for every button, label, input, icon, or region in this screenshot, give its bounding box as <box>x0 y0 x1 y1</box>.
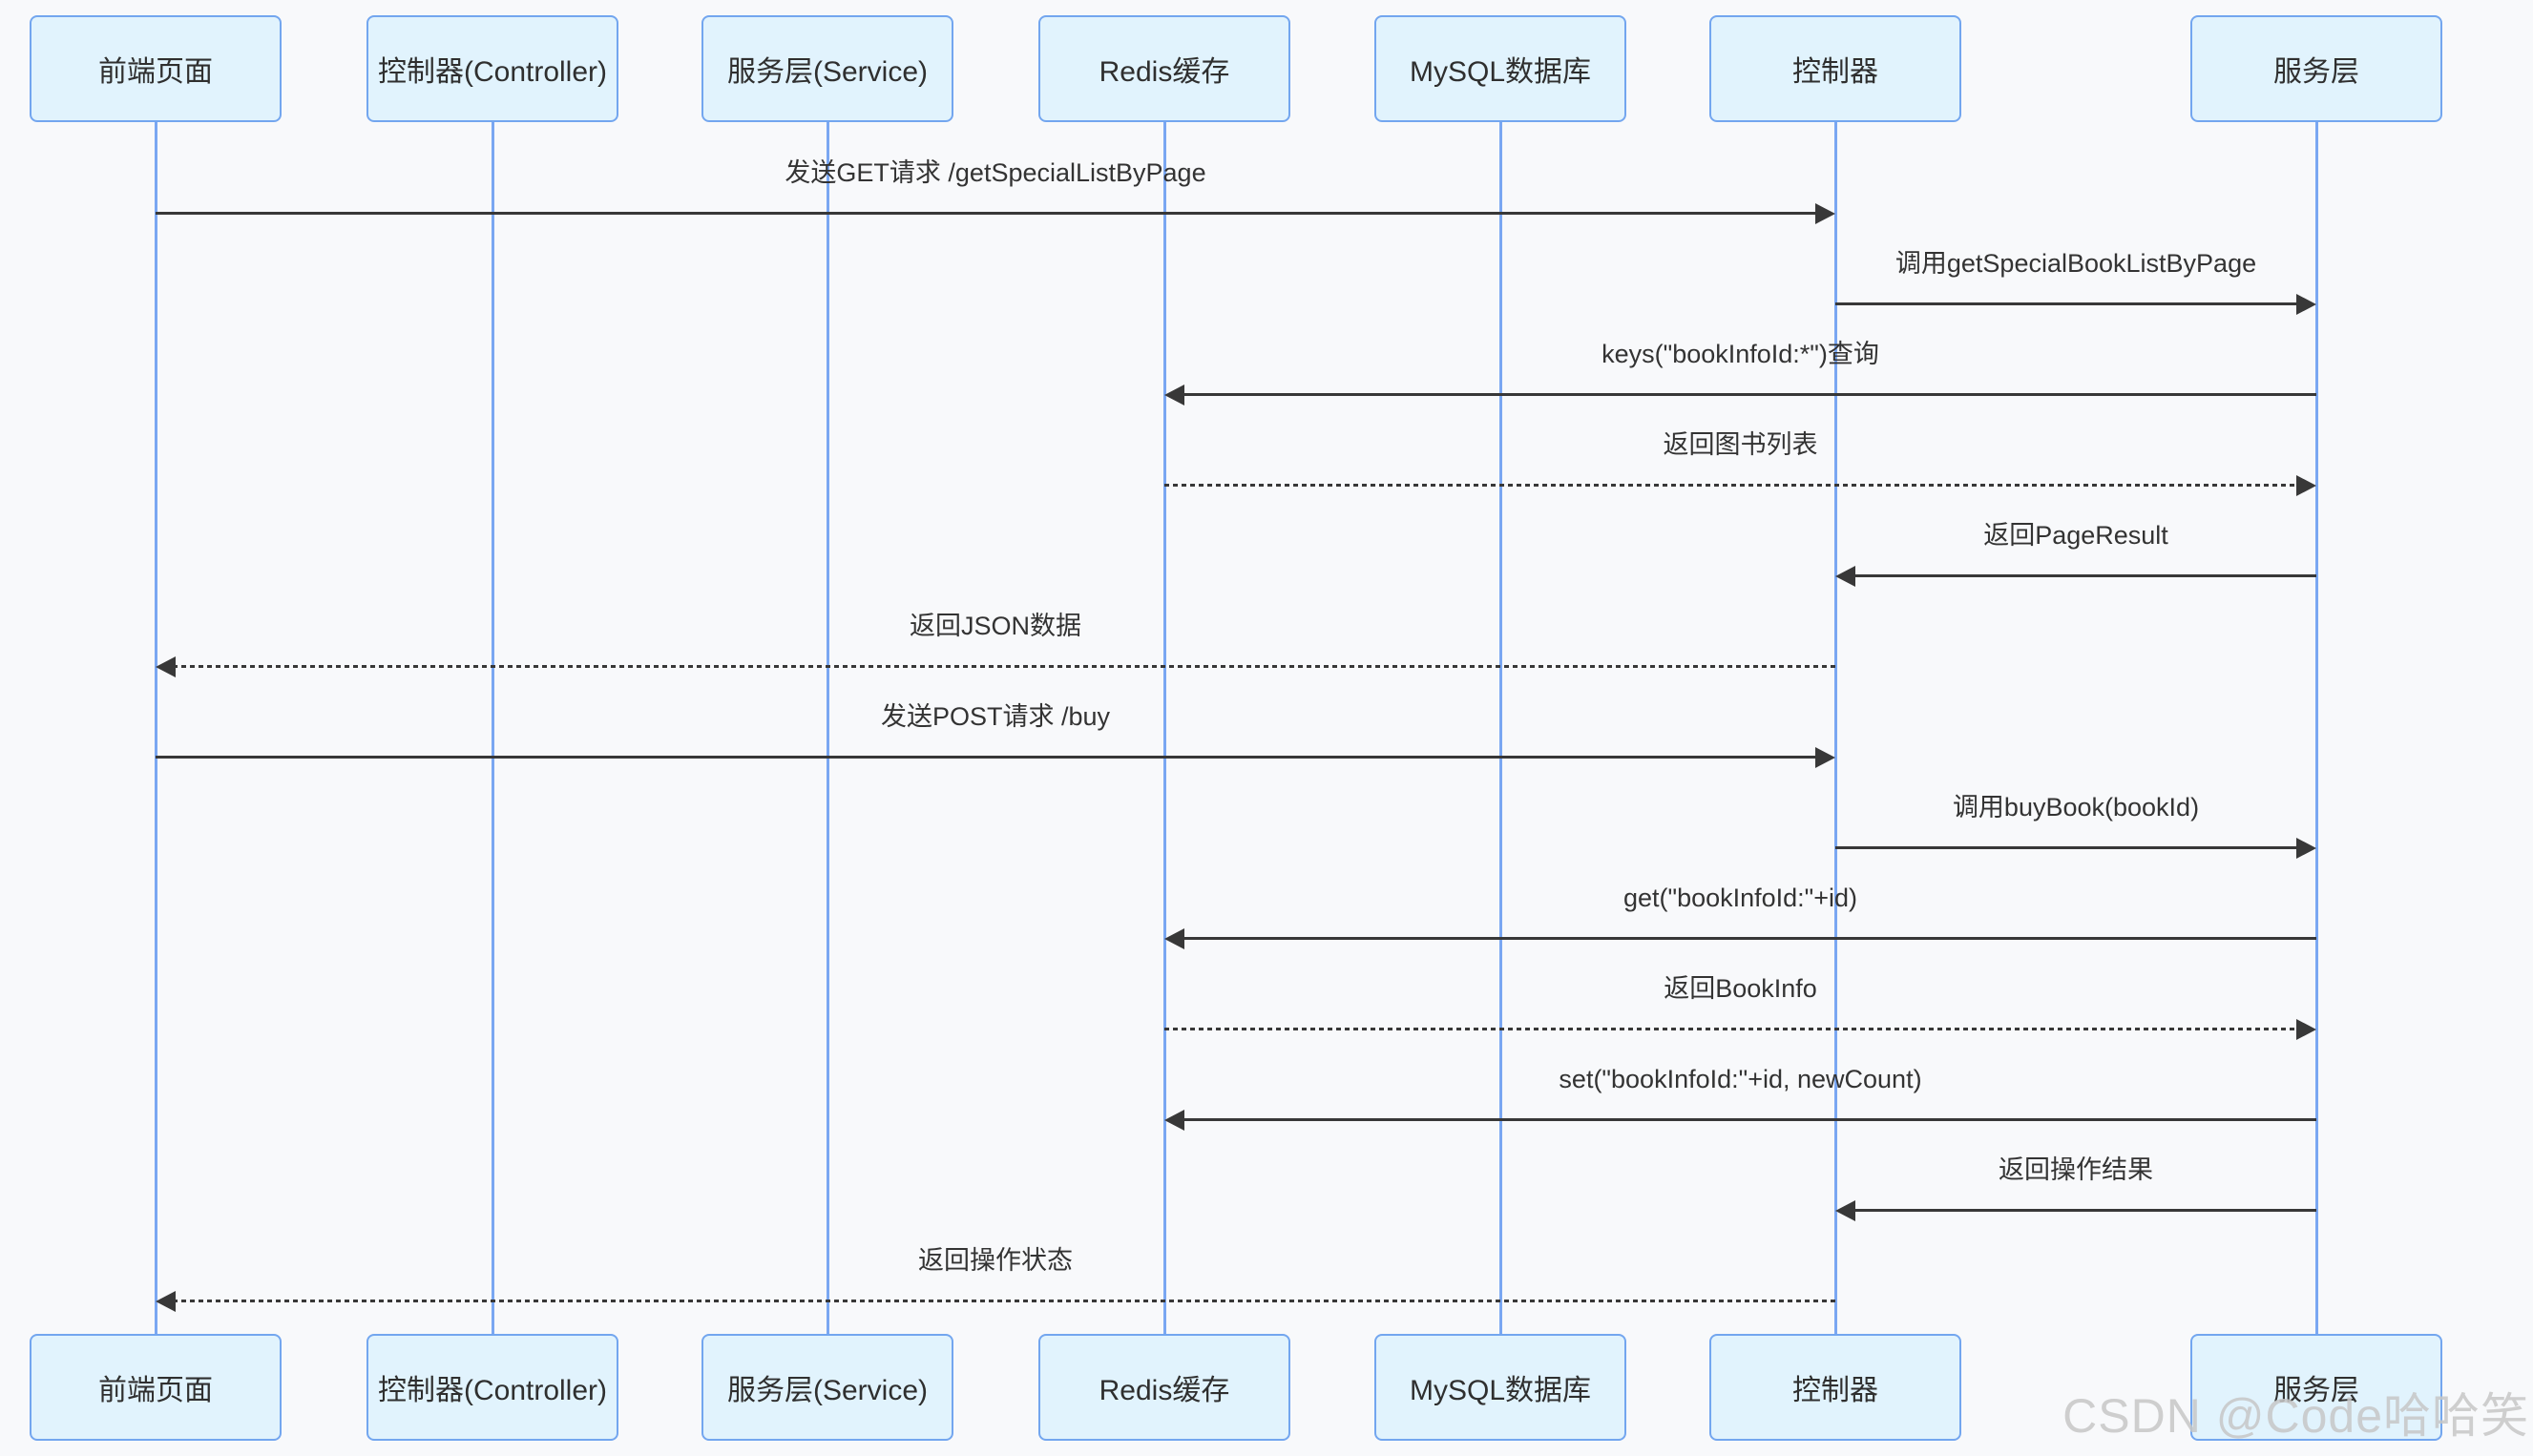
participant-bottom-box-mysql: MySQL数据库 <box>1374 1334 1626 1441</box>
arrowhead-right-icon <box>1815 747 1835 768</box>
lifeline-controller2 <box>1833 120 1837 1336</box>
message-line-13 <box>173 1300 1835 1302</box>
message-line-8 <box>1835 846 2299 849</box>
participant-bottom-box-service2: 服务层 <box>2190 1334 2442 1441</box>
message-label-5: 返回PageResult <box>1983 521 2168 550</box>
message-label-1: 发送GET请求 /getSpecialListByPage <box>785 158 1206 187</box>
participant-top-box-service1: 服务层(Service) <box>701 15 953 122</box>
message-label-8: 调用buyBook(bookId) <box>1952 793 2200 822</box>
message-label-13: 返回操作状态 <box>918 1246 1073 1275</box>
message-label-9: get("bookInfoId:"+id) <box>1622 884 1858 912</box>
participant-bottom-box-frontend: 前端页面 <box>30 1334 282 1441</box>
message-line-7 <box>156 756 1818 759</box>
participant-bottom-box-controller1: 控制器(Controller) <box>366 1334 618 1441</box>
arrowhead-right-icon <box>2296 1019 2316 1040</box>
arrowhead-left-icon <box>156 1291 176 1312</box>
participant-bottom-box-redis: Redis缓存 <box>1038 1334 1290 1441</box>
arrowhead-right-icon <box>2296 475 2316 496</box>
participant-bottom-box-controller2: 控制器 <box>1709 1334 1961 1441</box>
arrowhead-right-icon <box>2296 294 2316 315</box>
message-label-7: 发送POST请求 /buy <box>880 702 1111 731</box>
arrowhead-left-icon <box>1164 928 1184 949</box>
participant-bottom-box-service1: 服务层(Service) <box>701 1334 953 1441</box>
message-label-6: 返回JSON数据 <box>909 612 1081 640</box>
participant-top-box-service2: 服务层 <box>2190 15 2442 122</box>
message-line-6 <box>173 665 1835 668</box>
message-line-5 <box>1853 574 2316 577</box>
message-line-12 <box>1853 1209 2316 1212</box>
message-label-3: keys("bookInfoId:*")查询 <box>1601 340 1879 368</box>
message-label-12: 返回操作结果 <box>1999 1155 2153 1184</box>
arrowhead-right-icon <box>1815 203 1835 224</box>
participant-top-box-mysql: MySQL数据库 <box>1374 15 1626 122</box>
lifeline-redis <box>1162 120 1166 1336</box>
lifeline-mysql <box>1498 120 1502 1336</box>
lifeline-service2 <box>2314 120 2318 1336</box>
message-line-9 <box>1182 937 2316 940</box>
message-line-10 <box>1164 1028 2299 1030</box>
message-line-3 <box>1182 393 2316 396</box>
lifeline-controller1 <box>491 120 494 1336</box>
lifeline-service1 <box>826 120 829 1336</box>
message-line-2 <box>1835 302 2299 305</box>
message-line-11 <box>1182 1118 2316 1121</box>
lifeline-frontend <box>154 120 157 1336</box>
arrowhead-left-icon <box>1164 1110 1184 1131</box>
arrowhead-right-icon <box>2296 838 2316 859</box>
csdn-watermark: CSDN @Code哈哈笑 <box>2062 1389 2529 1443</box>
arrowhead-left-icon <box>1835 566 1855 587</box>
message-line-1 <box>156 212 1818 215</box>
message-label-11: set("bookInfoId:"+id, newCount) <box>1559 1065 1922 1093</box>
arrowhead-left-icon <box>156 656 176 677</box>
participant-top-box-controller1: 控制器(Controller) <box>366 15 618 122</box>
participant-top-box-controller2: 控制器 <box>1709 15 1961 122</box>
message-label-4: 返回图书列表 <box>1663 430 1818 459</box>
message-label-10: 返回BookInfo <box>1664 974 1817 1003</box>
arrowhead-left-icon <box>1835 1200 1855 1221</box>
participant-top-box-frontend: 前端页面 <box>30 15 282 122</box>
participant-top-box-redis: Redis缓存 <box>1038 15 1290 122</box>
arrowhead-left-icon <box>1164 385 1184 406</box>
message-line-4 <box>1164 484 2299 487</box>
message-label-2: 调用getSpecialBookListByPage <box>1895 249 2257 278</box>
